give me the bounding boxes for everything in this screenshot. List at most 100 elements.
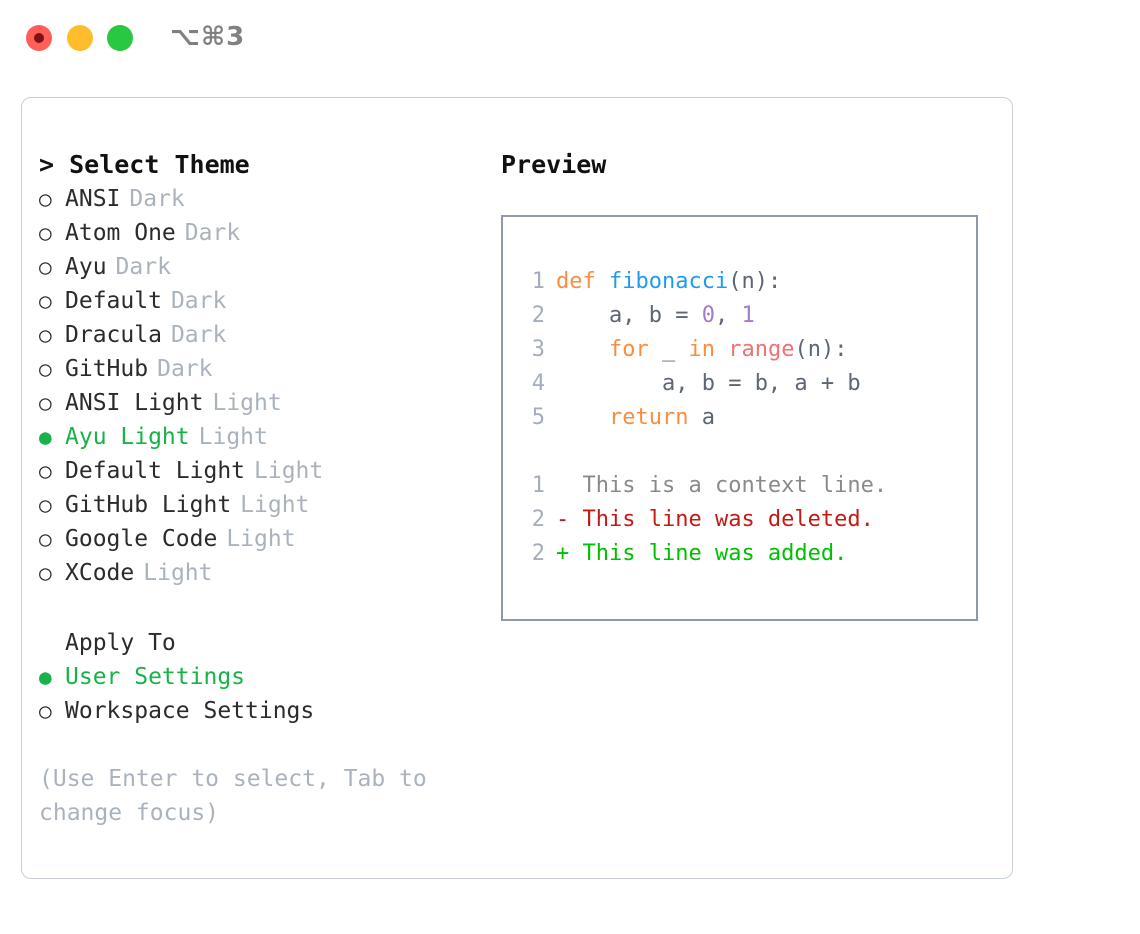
radio-unselected-icon: ○ [39, 187, 52, 211]
code-line-number: 1 [531, 269, 545, 294]
code-token: range [728, 337, 795, 362]
code-token: = [728, 371, 755, 396]
theme-option-variant-tag: Dark [184, 220, 241, 246]
theme-option-label: XCode [65, 560, 135, 586]
theme-option-label: Google Code [65, 526, 218, 552]
diff-line: 2- This line was deleted. [503, 503, 976, 537]
diff-line: 2 + This line was added. [503, 537, 976, 571]
diff-sample: 1 This is a context line.2- This line wa… [503, 469, 976, 571]
theme-option-variant-tag: Dark [129, 186, 185, 212]
radio-unselected-icon: ○ [39, 255, 52, 279]
code-token: + [820, 371, 848, 396]
code-line: 5 return a [503, 401, 976, 435]
apply-to-option-workspace-settings[interactable]: ○ Workspace Settings [39, 694, 469, 728]
apply-to-option-label: User Settings [65, 664, 246, 690]
apply-to-option-user-settings[interactable]: ●User Settings [39, 660, 469, 694]
code-diff-spacer [503, 435, 976, 469]
code-token: 1 [741, 303, 755, 328]
theme-option-variant-tag: Light [212, 390, 282, 416]
radio-unselected-icon: ○ [39, 323, 52, 347]
apply-to-section: Apply To ●User Settings ○ Workspace Settin… [39, 626, 469, 728]
code-token: , [714, 303, 742, 328]
diff-line: 1 This is a context line. [503, 469, 976, 503]
code-token: ( [728, 269, 742, 294]
theme-option-label: Default [65, 288, 162, 314]
code-token: b, a [754, 371, 821, 396]
code-token: = [675, 303, 702, 328]
radio-unselected-icon: ○ [39, 699, 52, 723]
radio-unselected-icon: ○ [39, 459, 52, 483]
apply-to-option-label: Workspace Settings [65, 698, 315, 724]
code-token: ): [754, 269, 782, 294]
diff-marker: + [556, 541, 583, 566]
code-line-number: 5 [531, 405, 545, 430]
code-line-number: 4 [531, 371, 545, 396]
code-token: a, b [556, 303, 676, 328]
theme-option-label: ANSI [65, 186, 121, 212]
diff-text: This line was deleted. [582, 507, 874, 532]
minimize-button[interactable] [67, 25, 93, 51]
code-token: a [701, 405, 715, 430]
apply-to-heading: Apply To [65, 630, 176, 656]
code-token: fibonacci [608, 269, 729, 294]
theme-option-variant-tag: Light [143, 560, 213, 586]
theme-option-github[interactable]: ○ GitHub Dark [39, 352, 469, 386]
radio-unselected-icon: ○ [39, 493, 52, 517]
radio-unselected-icon: ○ [39, 357, 52, 381]
preview-heading: Preview [501, 150, 607, 179]
radio-unselected-icon: ○ [39, 561, 52, 585]
theme-option-variant-tag: Light [254, 458, 324, 484]
code-token: a, b [556, 371, 729, 396]
code-token: _ [661, 337, 689, 362]
radio-unselected-icon: ○ [39, 391, 52, 415]
theme-option-ansi[interactable]: ○ ANSI Dark [39, 182, 469, 216]
code-line: 3 for _ in range(n): [503, 333, 976, 367]
radio-unselected-icon: ○ [39, 221, 52, 245]
code-token: in [688, 337, 729, 362]
theme-option-label: Dracula [65, 322, 162, 348]
theme-option-xcode[interactable]: ○ XCode Light [39, 556, 469, 590]
maximize-button[interactable] [107, 25, 133, 51]
theme-option-variant-tag: Dark [157, 356, 213, 382]
close-button[interactable] [26, 25, 52, 51]
theme-option-variant-tag: Light [240, 492, 310, 518]
radio-unselected-icon: ○ [39, 289, 52, 313]
code-token: ): [820, 337, 848, 362]
code-token: return [608, 405, 702, 430]
select-theme-heading: > Select Theme [39, 150, 250, 179]
diff-text: This line was added. [582, 541, 848, 566]
theme-option-label: GitHub [65, 356, 149, 382]
theme-option-variant-tag: Dark [170, 322, 227, 348]
diff-marker [556, 473, 583, 498]
theme-option-dracula[interactable]: ○ Dracula Dark [39, 318, 469, 352]
code-line-number: 2 [531, 303, 545, 328]
radio-unselected-icon: ○ [39, 527, 52, 551]
code-token: 0 [701, 303, 715, 328]
apply-to-list: ●User Settings ○ Workspace Settings [39, 660, 469, 728]
theme-option-variant-tag: Light [198, 424, 268, 450]
code-line: 4 a, b = b, a + b [503, 367, 976, 401]
diff-line-number: 1 [531, 473, 545, 498]
diff-line-number: 2 [531, 541, 545, 566]
code-token: b [847, 371, 861, 396]
diff-line-number: 2 [531, 507, 545, 532]
radio-selected-icon: ● [39, 425, 52, 449]
keyboard-shortcut-label: ⌥⌘3 [170, 22, 246, 52]
code-token [556, 405, 609, 430]
